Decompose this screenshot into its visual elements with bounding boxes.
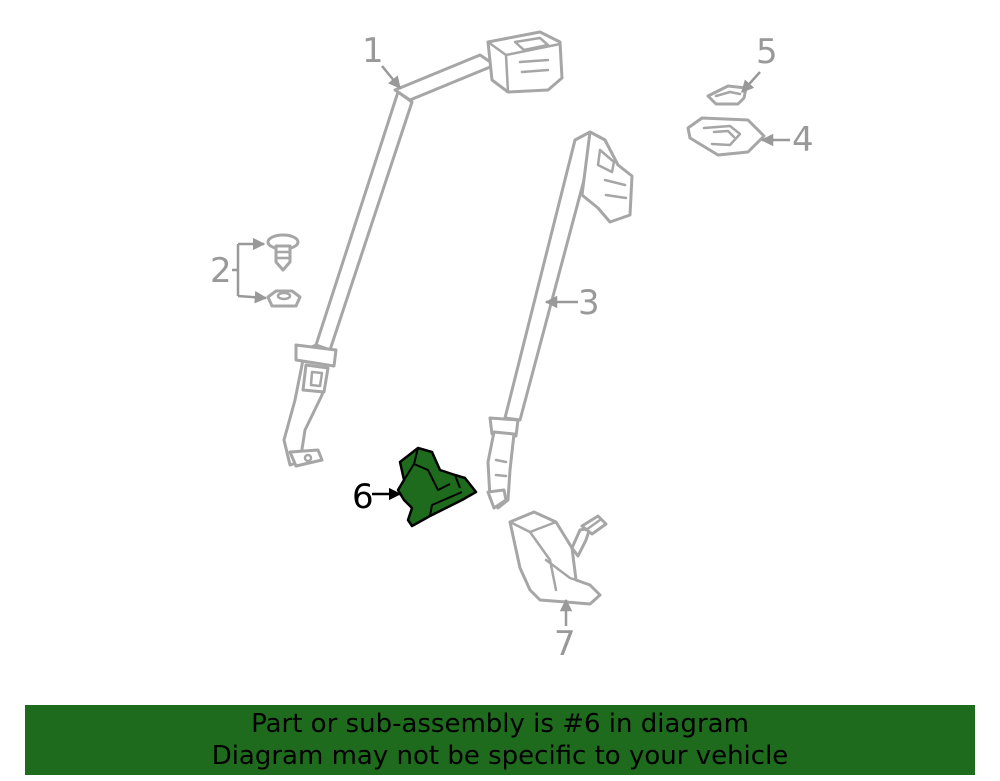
callout-5[interactable]: 5: [756, 32, 778, 72]
part-5-clip[interactable]: [706, 84, 748, 106]
part-6-highlighted[interactable]: [396, 446, 478, 528]
callout-1[interactable]: 1: [362, 31, 384, 71]
parts-diagram: 1 2 3 4 5 6 7: [210, 30, 814, 664]
callout-3[interactable]: 3: [578, 283, 600, 323]
callout-6[interactable]: 6: [352, 477, 374, 517]
part-1-seat-belt[interactable]: [282, 30, 564, 468]
banner-line-1: Part or sub-assembly is #6 in diagram: [251, 709, 749, 739]
part-4-cover[interactable]: [686, 116, 766, 157]
callout-2[interactable]: 2: [210, 251, 232, 291]
callout-4[interactable]: 4: [792, 120, 814, 160]
part-2-fasteners[interactable]: [266, 233, 302, 308]
part-7-buckle[interactable]: [508, 510, 608, 606]
callout-7[interactable]: 7: [554, 624, 576, 664]
info-banner: Part or sub-assembly is #6 in diagram Di…: [25, 705, 975, 775]
part-3-seat-belt[interactable]: [486, 130, 634, 510]
banner-line-2: Diagram may not be specific to your vehi…: [211, 741, 789, 771]
leader-lines: [232, 65, 790, 626]
